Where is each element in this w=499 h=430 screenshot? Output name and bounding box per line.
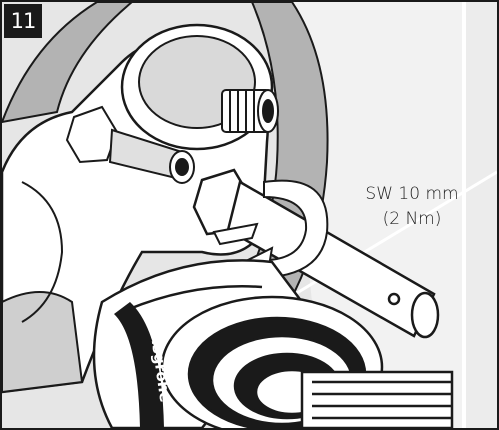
wrench-size-label: SW 10 mm [365,184,459,204]
brand-band [114,302,164,428]
left-hex-nut [65,105,195,184]
wall-edge-right [464,2,497,428]
threaded-nipple [221,89,279,133]
brand-mark: hansgrohe [144,312,174,403]
step-number-badge: 11 [4,4,42,38]
rosette-ring-left [2,2,134,124]
body-contour [21,181,64,323]
thermostat-cartridge [92,259,454,428]
hex-key-tool [192,168,440,339]
torque-callout: SW 10 mm (2 Nm) [352,182,472,232]
torque-value-label: (2 Nm) [382,209,442,229]
